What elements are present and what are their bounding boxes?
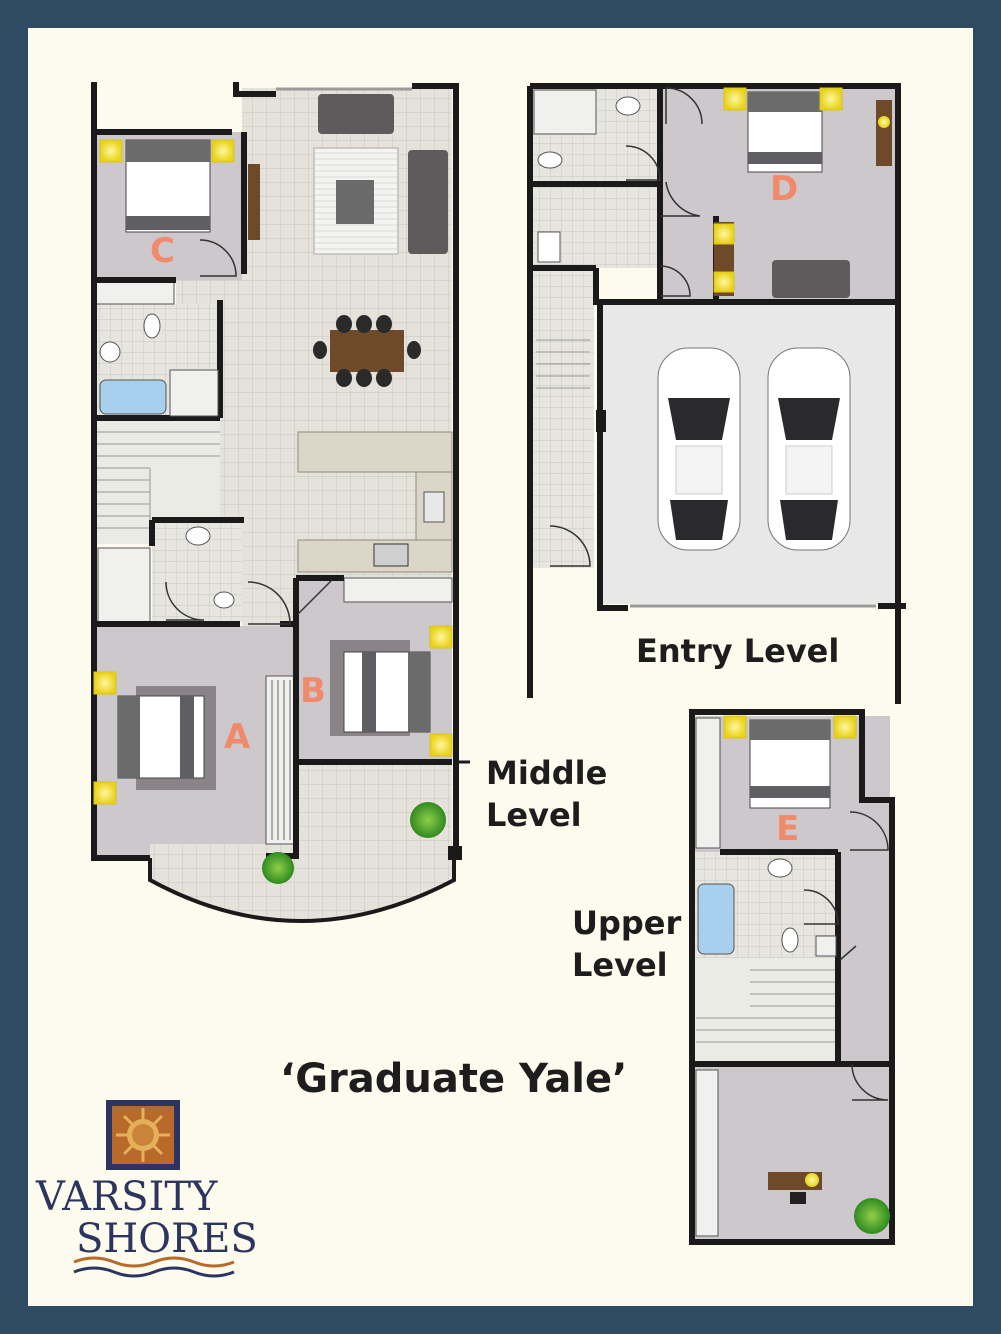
toilet-center	[213, 591, 235, 609]
sink-center	[185, 526, 211, 546]
level-label-middle-2: Level	[486, 796, 582, 834]
plant-icon	[410, 802, 446, 838]
logo-wave	[73, 1256, 235, 1268]
upper-stairs	[694, 958, 838, 1062]
bathtub-e	[697, 883, 735, 955]
kitchen-island	[297, 431, 453, 473]
lamp-icon	[429, 733, 453, 757]
dresser-c	[248, 164, 260, 240]
room-label-b: B	[300, 671, 326, 711]
sofa-top	[318, 94, 394, 134]
logo-word-2: SHORES	[76, 1216, 258, 1262]
sink-e	[767, 858, 793, 878]
shower-c	[169, 369, 219, 417]
shower-center	[97, 547, 151, 623]
dining-table	[330, 330, 404, 372]
sofa-right	[408, 150, 448, 254]
toilet-c	[143, 313, 161, 339]
varsity-shores-logo: VARSITY SHORES	[35, 1100, 258, 1278]
shower-d	[533, 89, 597, 135]
entry-stairs	[532, 268, 594, 568]
balcony-floor	[150, 762, 452, 920]
plan-title: ‘Graduate Yale’	[280, 1056, 627, 1102]
lamp-icon	[713, 271, 735, 293]
sink-d2	[537, 231, 561, 263]
lamp-icon	[429, 625, 453, 649]
lamp-icon	[723, 715, 747, 739]
car-left	[657, 347, 741, 551]
middle-level-plan: C A B	[91, 82, 470, 923]
lamp-icon	[99, 139, 123, 163]
linen-e	[815, 935, 837, 957]
bed-e	[749, 719, 831, 809]
desk-d	[876, 100, 892, 166]
bed-c	[125, 139, 211, 233]
room-label-a: A	[224, 717, 251, 757]
lamp-icon	[805, 1173, 819, 1187]
bed-b	[343, 651, 431, 733]
balcony-post	[448, 846, 462, 860]
level-label-upper-1: Upper	[572, 904, 682, 942]
plant-icon	[262, 852, 294, 884]
lamp-icon	[723, 87, 747, 111]
sink-c	[99, 341, 121, 363]
lamp-icon	[93, 781, 117, 805]
bed-d	[747, 91, 823, 173]
plant-icon	[854, 1198, 890, 1234]
toilet-d	[537, 151, 563, 169]
car-right	[767, 347, 851, 551]
lamp-icon	[878, 116, 890, 128]
lamp-icon	[713, 223, 735, 245]
sink-d	[615, 96, 641, 116]
entry-level-plan: D	[527, 83, 906, 704]
closet-e	[695, 717, 721, 849]
bathtub-c	[99, 379, 167, 415]
logo-wave	[73, 1266, 235, 1278]
level-label-upper-2: Level	[572, 946, 668, 984]
stove	[373, 543, 409, 567]
room-label-d: D	[770, 169, 798, 209]
upper-level-plan: E	[689, 709, 895, 1245]
closet-b	[343, 577, 453, 603]
closet-a	[265, 675, 295, 845]
level-label-middle-1: Middle	[486, 754, 607, 792]
room-label-c: C	[150, 231, 175, 271]
room-label-e: E	[776, 809, 799, 849]
lamp-icon	[819, 87, 843, 111]
lamp-icon	[833, 715, 857, 739]
garage-floor	[600, 304, 896, 604]
toilet-e	[781, 927, 799, 953]
chair-loft	[790, 1192, 806, 1204]
lamp-icon	[93, 671, 117, 695]
logo-word-1: VARSITY	[35, 1174, 218, 1220]
balcony-curve-wall	[148, 858, 456, 923]
coffee-table	[336, 180, 374, 224]
level-label-entry: Entry Level	[636, 632, 839, 670]
bed-a	[117, 695, 205, 779]
hall-e-floor	[836, 800, 890, 1064]
closet-loft	[695, 1069, 719, 1237]
kitchen-sink	[423, 491, 445, 523]
sofa-d	[772, 260, 850, 298]
closet-c	[95, 279, 175, 305]
entry-hall-floor	[660, 216, 716, 302]
lamp-icon	[211, 139, 235, 163]
